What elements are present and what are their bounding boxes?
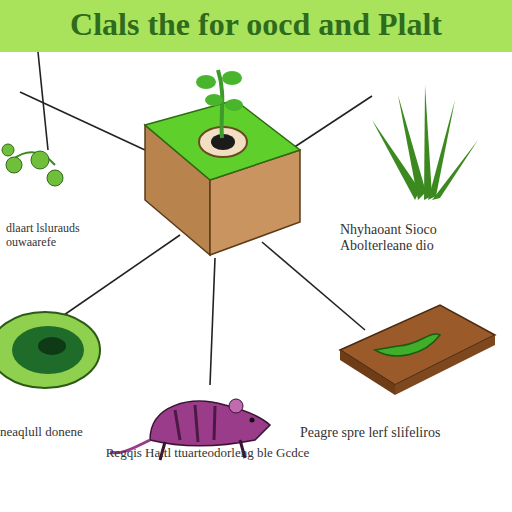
caption-label: Nhyhaoant Sioco Abolterleane dio [340,222,500,254]
grass-plant [372,85,478,200]
caption-label: Regqis Haitl ttuarteodorleng ble Gcdce [100,446,315,461]
caption-label: dlaart lslurauds ouwaarefe [6,222,88,250]
diagram-title: Clals the for oocd and Plalt [0,6,512,43]
soil-block [145,70,300,255]
green-disc [0,312,100,388]
pea-plant [2,144,63,186]
caption-label: neaqlull donene [0,425,112,440]
title-band [0,0,512,52]
caption-label: Peagre spre lerf slifeliros [300,425,512,441]
tray-cucumber [340,305,495,395]
